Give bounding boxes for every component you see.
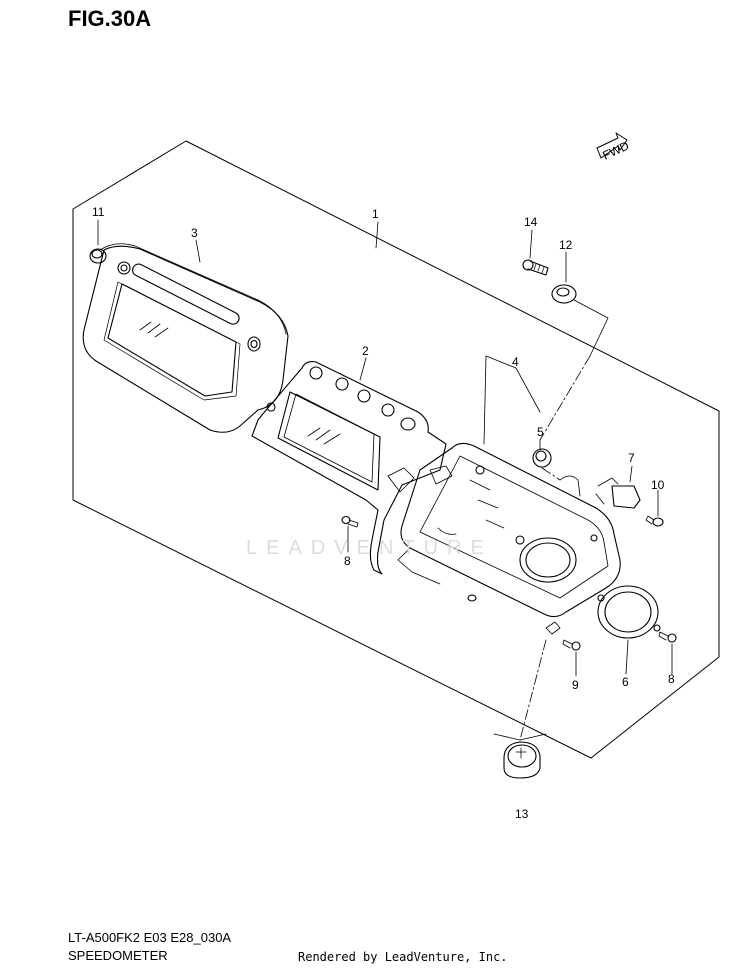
callout-5: 5 xyxy=(537,425,544,439)
cap-part-12 xyxy=(551,284,577,304)
callout-4: 4 xyxy=(512,355,519,369)
callout-9: 9 xyxy=(572,678,579,692)
screw-part-10 xyxy=(645,515,664,527)
callout-3: 3 xyxy=(191,226,198,240)
screw-part-8-right xyxy=(658,631,677,643)
rendered-by-credit: Rendered by LeadVenture, Inc. xyxy=(298,950,508,964)
clip-part-7 xyxy=(595,477,641,509)
callout-8-left: 8 xyxy=(344,554,351,568)
meter-case-part xyxy=(397,442,621,635)
grommet-part-5 xyxy=(532,448,552,468)
bolt-part-14 xyxy=(522,259,549,276)
callout-10: 10 xyxy=(651,478,665,492)
grommet-part-13 xyxy=(503,741,541,779)
callout-6: 6 xyxy=(622,675,629,689)
callout-12: 12 xyxy=(559,238,573,252)
figure-code: LT-A500FK2 E03 E28_030A xyxy=(68,930,232,945)
bezel-cover-part xyxy=(82,243,289,433)
screw-part-8-left xyxy=(341,515,359,528)
figure-title: FIG.30A xyxy=(68,6,152,31)
display-panel-part xyxy=(251,361,447,575)
callout-1: 1 xyxy=(372,207,379,221)
callout-11: 11 xyxy=(92,205,105,219)
screw-part-11 xyxy=(89,248,107,264)
figure-name: SPEEDOMETER xyxy=(68,948,168,963)
fwd-arrow-icon xyxy=(596,132,628,159)
watermark-text: LEADVENTURE xyxy=(246,537,493,559)
ring-part-6 xyxy=(597,585,661,639)
callout-7: 7 xyxy=(628,451,635,465)
callout-2: 2 xyxy=(362,344,369,358)
callout-14: 14 xyxy=(524,215,538,229)
screw-part-9 xyxy=(562,639,581,651)
callout-13: 13 xyxy=(515,807,529,821)
callout-8-right: 8 xyxy=(668,672,675,686)
fwd-label: FWD xyxy=(600,138,631,162)
assembly-outline xyxy=(72,140,720,759)
